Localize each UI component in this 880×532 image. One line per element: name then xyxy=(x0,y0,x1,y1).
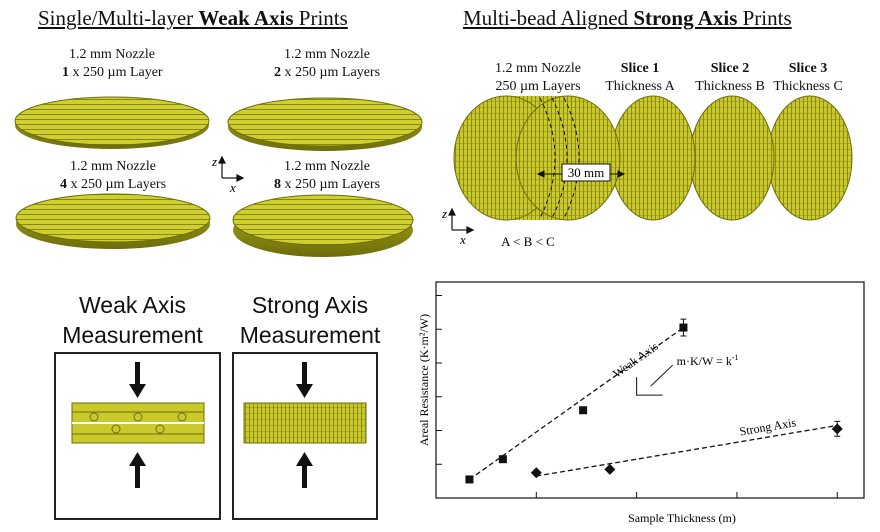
strong-axis-prints-title: Multi-bead Aligned Strong Axis Prints xyxy=(463,6,792,31)
axes-glyph-right xyxy=(448,207,475,234)
weak-axis-prints-title: Single/Multi-layer Weak Axis Prints xyxy=(38,6,348,31)
weak-measurement-box xyxy=(54,352,221,520)
areal-resistance-chart: Areal Resistance (K·m²/W) Sample Thickne… xyxy=(417,281,865,525)
chart-points xyxy=(465,318,843,484)
nozzle-text: 1.2 mm Nozzle xyxy=(284,159,370,174)
axes-glyph-left xyxy=(218,155,245,182)
title-prefix: Multi-bead Aligned xyxy=(463,6,634,30)
slice-label-1: Slice 1 Thickness A xyxy=(600,60,680,96)
nozzle-text: 1.2 mm Nozzle xyxy=(284,47,370,62)
data-point-weak xyxy=(498,455,507,464)
title-prefix: Single/Multi-layer xyxy=(38,6,199,30)
arrow-down-icon xyxy=(129,362,146,398)
strong-measurement-diagram xyxy=(243,362,367,488)
weak-measurement-line1: Weak Axis xyxy=(79,292,186,318)
axis-x-label: x xyxy=(459,232,466,247)
slope-annotation: m·K/W = k-1 xyxy=(677,353,739,368)
series-label-strong: Strong Axis xyxy=(738,415,797,438)
main-cylinder xyxy=(453,95,621,221)
print-disc-2 xyxy=(227,97,423,151)
series-label-weak: Weak Axis xyxy=(610,339,661,381)
weak-measurement-diagram xyxy=(71,362,205,488)
slice-thickness: Thickness C xyxy=(773,79,843,94)
slice-thickness: Thickness A xyxy=(605,79,675,94)
weak-sample-layers xyxy=(72,411,204,435)
axis-z-label: z xyxy=(441,206,447,221)
data-point-strong xyxy=(831,423,843,435)
dimension-label-box xyxy=(561,163,611,182)
layer-count: 1 xyxy=(62,65,69,80)
slice-disc-3 xyxy=(767,95,853,221)
slice-name: Slice 3 xyxy=(788,61,828,76)
title-bold: Strong Axis xyxy=(633,6,738,30)
strong-measurement-box xyxy=(232,352,378,520)
slope-annotation-text: m·K/W = k xyxy=(677,354,732,368)
print-disc-1 xyxy=(14,96,210,149)
data-point-weak xyxy=(465,475,474,484)
title-suffix: Prints xyxy=(737,6,792,30)
layer-text: x 250 µm Layers xyxy=(66,177,167,192)
arrow-up-icon xyxy=(296,452,313,488)
thickness-relation: A < B < C xyxy=(501,234,555,249)
data-point-weak xyxy=(679,323,688,332)
slice-disc-1 xyxy=(610,95,696,221)
slice-thickness: Thickness B xyxy=(695,79,765,94)
data-point-strong xyxy=(530,467,542,479)
y-axis-label: Areal Resistance (K·m²/W) xyxy=(417,314,431,446)
layer-text: x 250 µm Layers xyxy=(280,177,381,192)
nozzle-text: 1.2 mm Nozzle xyxy=(69,47,155,62)
slice-disc-2 xyxy=(689,95,775,221)
data-point-weak xyxy=(579,406,588,415)
layer-count: 4 xyxy=(59,177,67,192)
nozzle-text: 1.2 mm Nozzle xyxy=(70,159,156,174)
slope-triangle xyxy=(636,364,673,396)
slice-name: Slice 1 xyxy=(620,61,660,76)
weak-measurement-line2: Measurement xyxy=(62,322,203,348)
fit-line-strong xyxy=(536,424,838,477)
strong-measurement-line2: Measurement xyxy=(239,322,381,348)
layer-text: x 250 µm Layer xyxy=(69,65,163,80)
layer-count: 2 xyxy=(273,65,281,80)
layer-count: 8 xyxy=(273,177,281,192)
axis-z-label: z xyxy=(211,154,217,169)
chart-frame xyxy=(435,281,865,499)
title-bold: Weak Axis xyxy=(198,6,294,30)
weak-axis-discs: z x xyxy=(14,96,423,257)
slice-label-3: Slice 3 Thickness C xyxy=(768,60,848,96)
slice-label-2: Slice 2 Thickness B xyxy=(690,60,770,96)
slice-name: Slice 2 xyxy=(710,61,750,76)
print-disc-4 xyxy=(232,194,414,257)
nozzle-text: 1.2 mm Nozzle xyxy=(495,61,581,76)
fit-line-weak xyxy=(469,327,684,480)
arrow-down-icon xyxy=(296,362,313,398)
data-point-strong xyxy=(604,463,616,475)
strong-axis-cylinders: 30 mm A < B < C z x xyxy=(441,95,853,249)
slope-triangle-legs xyxy=(636,377,663,396)
slope-annotation-sup: -1 xyxy=(732,353,739,362)
dimension-label: 30 mm xyxy=(568,165,604,180)
layer-text: 250 µm Layers xyxy=(495,79,581,94)
axis-x-label: x xyxy=(229,180,236,195)
chart-fit-lines xyxy=(469,327,838,480)
layer-text: x 250 µm Layers xyxy=(280,65,381,80)
strong-measurement-line1: Strong Axis xyxy=(251,292,369,318)
arrow-up-icon xyxy=(129,452,146,488)
plot-border xyxy=(435,281,865,499)
x-axis-label: Sample Thickness (m) xyxy=(628,511,736,525)
title-suffix: Prints xyxy=(293,6,348,30)
slope-leader xyxy=(650,364,673,387)
strong-print-label: 1.2 mm Nozzle 250 µm Layers xyxy=(488,60,588,96)
print-disc-3 xyxy=(15,193,211,249)
strong-sample xyxy=(243,402,367,444)
